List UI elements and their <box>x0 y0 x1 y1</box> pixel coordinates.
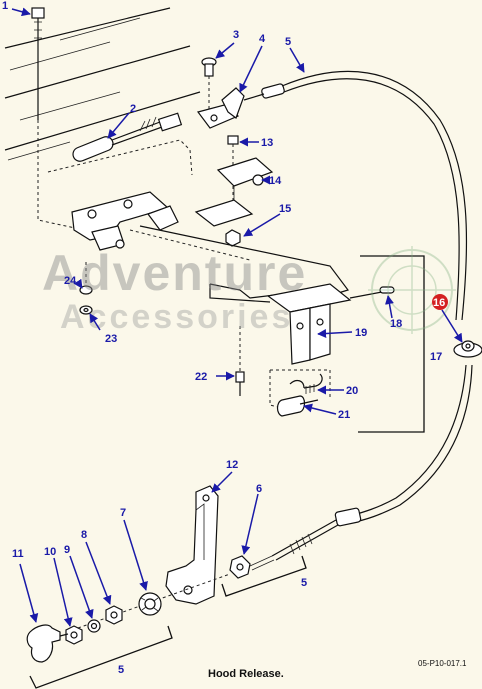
bolt-part-13 <box>227 135 239 200</box>
callout-2: 2 <box>130 103 136 115</box>
bracket-assembly-dashed-frame <box>37 138 251 261</box>
watermark-line-2: Accessories <box>60 298 293 336</box>
callout-3: 3 <box>233 29 239 41</box>
callout-16-highlight: 16 <box>432 294 448 310</box>
spring-rod-part-18 <box>349 286 395 299</box>
bracket-17 <box>358 255 425 433</box>
callout-22: 22 <box>195 371 207 383</box>
callout-21: 21 <box>338 409 350 421</box>
callout-16: 16 <box>433 297 445 309</box>
nut-part-15 <box>225 229 241 247</box>
callout-10: 10 <box>44 546 56 558</box>
callout-13: 13 <box>261 137 273 149</box>
callout-6: 6 <box>256 483 262 495</box>
callout-9: 9 <box>64 544 70 556</box>
washer-part-9 <box>87 619 101 633</box>
lock-washer-part-7 <box>138 592 162 616</box>
nut-part-23 <box>79 305 93 315</box>
leader-lines <box>11 7 463 627</box>
callout-14: 14 <box>269 175 282 187</box>
striker-plate <box>194 157 274 227</box>
bolt-part-22 <box>235 326 245 396</box>
nut-part-8 <box>105 605 123 625</box>
handle-bracket-part-12 <box>165 485 219 605</box>
bracket-5-upper <box>221 555 307 597</box>
callout-labels: 1 2 3 4 5 13 14 15 24 23 18 19 22 20 21 … <box>2 0 442 676</box>
callout-20: 20 <box>346 385 358 397</box>
latch-pin-part-21 <box>276 395 319 417</box>
figure-reference: 05-P10-017.1 <box>418 659 467 668</box>
nut-part-6 <box>229 555 275 579</box>
grommet-part-16 <box>453 340 482 358</box>
callout-1: 1 <box>2 0 8 12</box>
cable-sleeve-part-2 <box>72 112 183 162</box>
washer-part-24 <box>79 262 93 295</box>
callout-18: 18 <box>390 318 402 330</box>
callout-12: 12 <box>226 459 238 471</box>
callout-8: 8 <box>81 529 87 541</box>
callout-11: 11 <box>12 548 24 560</box>
callout-5-top: 5 <box>285 36 291 48</box>
callout-19: 19 <box>355 327 367 339</box>
callout-4: 4 <box>259 33 266 45</box>
bolt-part-3 <box>201 57 217 110</box>
hood-release-cable-part-5 <box>243 70 473 561</box>
callout-23: 23 <box>105 333 117 345</box>
bracket-5-lower <box>29 625 173 689</box>
latch-base-bracket <box>71 191 179 251</box>
cable-bracket-part-4 <box>196 87 245 129</box>
callout-5-middle: 5 <box>301 577 307 589</box>
watermark-line-1: Adventure <box>42 245 307 301</box>
callout-7: 7 <box>120 507 126 519</box>
callout-24: 24 <box>64 275 77 287</box>
callout-17: 17 <box>430 351 442 363</box>
callout-5-bottom: 5 <box>118 664 124 676</box>
spring-clip-part-20 <box>289 373 323 394</box>
t-handle-part-11 <box>26 624 69 663</box>
watermark: Adventure Accessories <box>42 245 456 336</box>
callout-15: 15 <box>279 203 291 215</box>
figure-caption: Hood Release. <box>208 668 284 680</box>
nut-part-14 <box>252 174 264 186</box>
bezel-nut-part-10 <box>65 625 83 645</box>
